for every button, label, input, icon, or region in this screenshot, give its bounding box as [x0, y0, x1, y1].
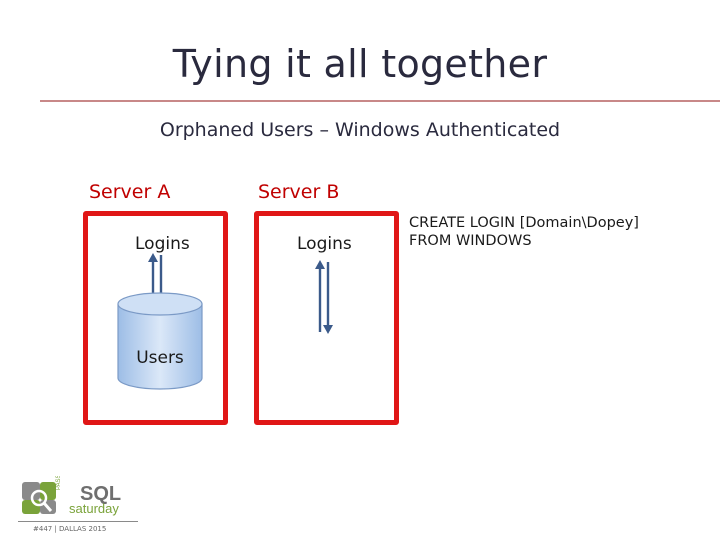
create-login-note: CREATE LOGIN [Domain\Dopey] FROM WINDOWS: [409, 214, 639, 250]
slide-subtitle: Orphaned Users – Windows Authenticated: [159, 119, 561, 141]
server-a-logins-label: Logins: [135, 234, 190, 254]
server-b-label: Server B: [258, 181, 340, 203]
server-a-box: [83, 211, 228, 425]
logo-sql-text: SQL: [80, 483, 121, 505]
title-divider: [40, 100, 720, 102]
note-line-2: FROM WINDOWS: [409, 233, 532, 249]
users-database-icon: [117, 292, 203, 390]
svg-text:PASS: PASS: [56, 476, 62, 490]
server-b-logins-label: Logins: [297, 234, 352, 254]
logo-saturday-text: saturday: [69, 501, 119, 516]
sql-saturday-logo: PASS SQL saturday: [22, 476, 121, 516]
note-line-1: CREATE LOGIN [Domain\Dopey]: [409, 215, 639, 231]
slide-title: Tying it all together: [172, 42, 548, 86]
event-text: #447 | DALLAS 2015: [33, 525, 107, 533]
server-a-label: Server A: [89, 181, 171, 203]
server-b-box: [254, 211, 399, 425]
users-label: Users: [136, 348, 184, 368]
server-b-double-arrow: [315, 260, 333, 334]
footer-divider: [18, 521, 138, 522]
